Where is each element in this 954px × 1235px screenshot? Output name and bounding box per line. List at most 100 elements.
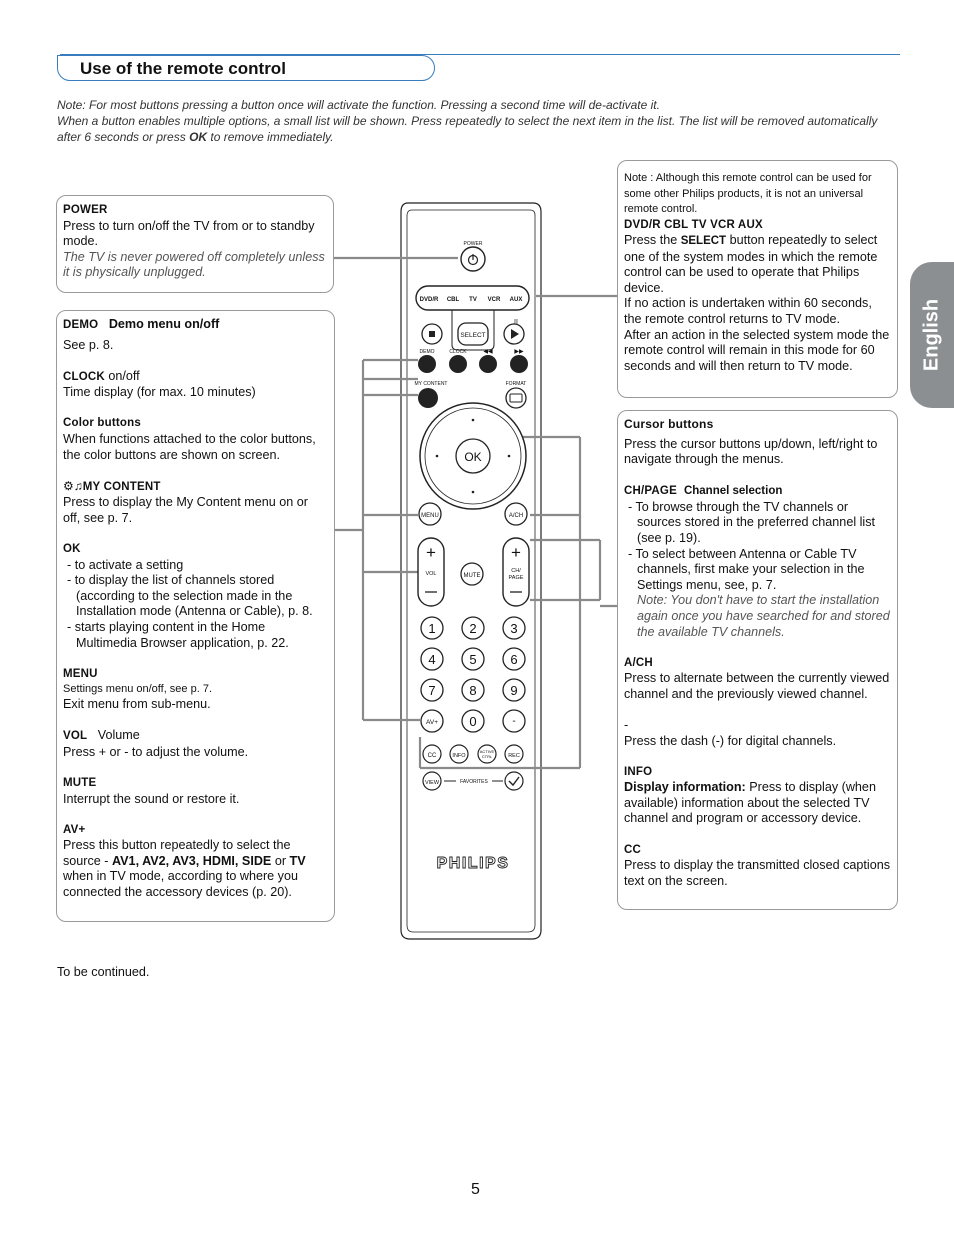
cc-label: CC xyxy=(428,753,437,759)
modes-text-3: After an action in the selected system m… xyxy=(624,327,890,373)
connector-lines xyxy=(334,256,617,770)
digit-label: 9 xyxy=(510,683,517,698)
mode-label-dvdr: DVD/R xyxy=(420,297,439,303)
digit-label: 6 xyxy=(510,652,517,667)
ch-label-2: PAGE xyxy=(509,575,524,581)
right-legend-box: Cursor buttons Press the cursor buttons … xyxy=(617,410,898,910)
digit-label: 5 xyxy=(469,652,476,667)
cursor-text: Press the cursor buttons up/down, left/r… xyxy=(624,436,878,467)
av-button xyxy=(420,709,444,733)
ch-note: Note: You don't have to start the instal… xyxy=(637,593,890,639)
ch-label-1: CH/ xyxy=(511,568,521,574)
digit-label: 8 xyxy=(469,683,476,698)
view-button xyxy=(422,771,442,791)
pause-icon: II xyxy=(514,319,518,326)
dash-text: Press the dash (-) for digital channels. xyxy=(624,733,837,748)
modes-heading: DVD/R CBL TV VCR AUX xyxy=(624,218,763,231)
yellow-color-button xyxy=(479,355,497,373)
mode-label-cbl: CBL xyxy=(447,297,460,303)
vol-title: Volume xyxy=(97,728,140,743)
vol-plus-icon: + xyxy=(426,543,436,562)
info-text: Display information: Press to display (w… xyxy=(624,780,876,826)
modes-text: Press the SELECT button repeatedly to se… xyxy=(624,233,878,295)
green-color-button xyxy=(449,355,467,373)
mode-label-aux: AUX xyxy=(510,297,523,303)
favorites-button xyxy=(504,771,524,791)
ch-item: - To browse through the TV channels or s… xyxy=(628,499,876,546)
dash-label: - xyxy=(512,716,515,727)
ok-item: - to display the list of channels stored… xyxy=(67,573,313,619)
rec-button xyxy=(504,744,524,764)
demo-title: Demo menu on/off xyxy=(108,317,220,331)
rec-label: REC xyxy=(508,753,520,759)
select-bracket xyxy=(451,310,495,351)
ok-item: - starts playing content in the Home Mul… xyxy=(67,619,289,650)
language-tab: English xyxy=(910,262,954,408)
demo-label: DEMO xyxy=(420,349,435,355)
view-label: VIEW xyxy=(425,780,440,786)
demo-heading: DEMO xyxy=(63,319,99,331)
ok-heading: OK xyxy=(63,542,81,555)
rewind-icon: ◀◀ xyxy=(483,349,493,355)
digit-label: 4 xyxy=(428,652,435,667)
format-label: FORMAT xyxy=(506,381,527,387)
cc-heading: CC xyxy=(624,843,642,856)
menu-label: MENU xyxy=(421,513,439,519)
ok-keyword: OK xyxy=(189,130,208,144)
dash-heading: - xyxy=(624,718,629,732)
mute-label: MUTE xyxy=(464,573,481,579)
blue-color-button xyxy=(510,355,528,373)
clock-title: on/off xyxy=(108,368,140,383)
digit-button xyxy=(502,678,526,702)
page-title: Use of the remote control xyxy=(80,59,286,78)
clock-label: CLOCK xyxy=(449,349,467,355)
play-icon xyxy=(511,329,519,339)
cursor-left-dot xyxy=(435,454,439,458)
ok-button xyxy=(455,438,491,474)
vol-heading: VOL xyxy=(63,730,88,743)
clock-text: Time display (for max. 10 minutes) xyxy=(63,385,256,400)
ch-title: Channel selection xyxy=(683,485,783,498)
color-text: When functions attached to the color but… xyxy=(63,431,316,462)
ach-button xyxy=(504,502,528,526)
menu-text: Settings menu on/off, see p. 7. xyxy=(63,683,213,696)
cc-button xyxy=(422,744,442,764)
intro-note: Note: For most buttons pressing a button… xyxy=(57,97,892,145)
ok-item: - to activate a setting xyxy=(67,557,184,572)
digit-button xyxy=(461,678,485,702)
mode-label-vcr: VCR xyxy=(488,297,501,303)
checkmark-icon xyxy=(508,776,520,787)
section-title-pill: Use of the remote control xyxy=(57,55,435,81)
dash-button xyxy=(502,709,526,733)
forward-icon: ▶▶ xyxy=(514,349,524,355)
stop-icon xyxy=(429,331,435,337)
digit-button xyxy=(502,647,526,671)
system-modes-box: Note : Although this remote control can … xyxy=(617,160,898,398)
color-heading: Color buttons xyxy=(63,417,141,430)
philips-logo: PHILIPS xyxy=(437,855,510,872)
left-legend-box: DEMO Demo menu on/off See p. 8. CLOCK on… xyxy=(56,310,335,922)
to-be-continued: To be continued. xyxy=(57,965,150,979)
cursor-down-dot xyxy=(471,490,475,494)
power-note: The TV is never powered off completely u… xyxy=(63,249,325,280)
zero-button xyxy=(461,709,485,733)
clock-heading: CLOCK xyxy=(63,370,105,383)
av-text: Press this button repeatedly to select t… xyxy=(63,838,306,900)
ach-heading: A/CH xyxy=(624,656,653,669)
channel-rocker xyxy=(502,537,530,607)
format-button xyxy=(505,387,527,409)
av-label: AV+ xyxy=(426,719,438,726)
menu-text-2: Exit menu from sub-menu. xyxy=(63,697,211,712)
mycontent-heading: MY CONTENT xyxy=(82,480,161,493)
power-box: POWER Press to turn on/off the TV from o… xyxy=(56,195,334,293)
info-button xyxy=(449,744,469,764)
digit-button xyxy=(461,647,485,671)
cursor-up-dot xyxy=(471,418,475,422)
cursor-right-dot xyxy=(507,454,511,458)
remote-body xyxy=(400,202,542,940)
vol-text: Press + or - to adjust the volume. xyxy=(63,744,249,759)
cursor-heading: Cursor buttons xyxy=(624,417,714,431)
cursor-ring-inner xyxy=(424,407,522,505)
format-icon xyxy=(509,393,523,403)
